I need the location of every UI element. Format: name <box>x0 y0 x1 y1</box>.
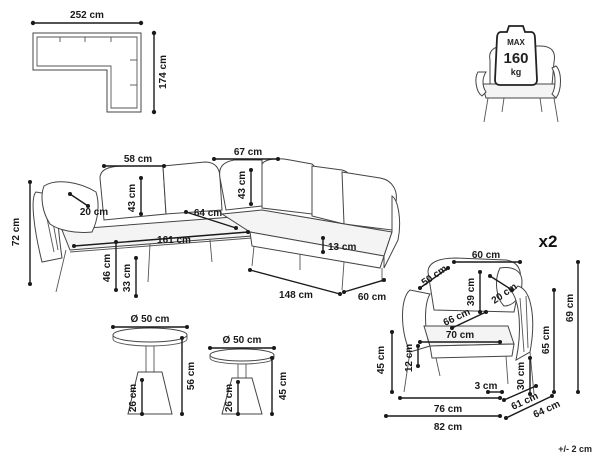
floor-plan-outline <box>32 32 142 113</box>
chair-leg-offset-label: 3 cm <box>475 381 498 392</box>
sofa-right-length-label: 148 cm <box>279 290 313 301</box>
sofa-armrest-label: 13 cm <box>328 242 356 253</box>
sofa-right-depth-label: 60 cm <box>358 292 386 303</box>
sofa-leg-height-label: 33 cm <box>122 264 133 292</box>
sofa-seat-depth-label: 64 cm <box>194 208 222 219</box>
weight-max-label: MAX <box>507 38 525 47</box>
floor-plan: 252 cm 174 cm <box>30 10 169 115</box>
chair-seat-depth-dimension <box>451 311 487 329</box>
sofa-left-length-label: 161 cm <box>157 235 191 246</box>
chair-left-armrest <box>402 289 431 353</box>
weight-icon <box>494 25 538 86</box>
sofa-seat-width-left-label: 58 cm <box>124 154 152 165</box>
sofa-right-depth-dimension <box>343 279 385 293</box>
table-small-base-height-label: 26 cm <box>224 384 235 412</box>
plan-depth-label: 174 cm <box>158 55 169 89</box>
plan-width-label: 252 cm <box>70 10 104 21</box>
sofa-pillow <box>41 181 99 233</box>
table-small-diameter-label: Ø 50 cm <box>223 335 262 346</box>
weight-value: 160 <box>503 50 528 67</box>
table-small-base <box>221 377 263 415</box>
table-small-top <box>209 348 275 362</box>
sofa-left-back-cushion-2 <box>162 161 223 215</box>
table-large-top <box>112 327 188 343</box>
chair-seat-front <box>429 343 515 359</box>
chair-total-width-label: 82 cm <box>434 422 462 433</box>
chair-right-armrest <box>511 285 534 361</box>
chair-back-width-label: 60 cm <box>472 250 500 261</box>
armchair-drawing <box>402 257 535 395</box>
chair-back-cushion-label: 39 cm <box>466 278 477 306</box>
floor-plan-inner <box>36 36 138 109</box>
sofa-left-length-dimension <box>73 231 249 247</box>
sofa-right-seat-front <box>249 231 385 269</box>
sofa-right-length-dimension <box>249 269 341 295</box>
sofa-back-cushion-right-label: 43 cm <box>237 171 248 199</box>
table-small-height-label: 45 cm <box>278 372 289 400</box>
sofa-seat-width-corner-label: 67 cm <box>234 147 262 158</box>
sofa-right-back-cushion-1 <box>261 158 318 215</box>
chair-leg-height-label: 30 cm <box>516 362 527 390</box>
chair-total-depth-dimension <box>505 395 553 419</box>
chair-pillow-dimension <box>489 275 513 291</box>
sofa-seat-depth-dimension <box>185 211 237 229</box>
side-table-small <box>209 348 275 415</box>
sofa-drawing <box>32 158 401 293</box>
chair-cushion-label: 12 cm <box>404 344 415 372</box>
table-small-dimensions: Ø 50 cm 45 cm 26 cm <box>208 335 289 416</box>
table-large-height-label: 56 cm <box>186 362 197 390</box>
sofa-back-cushion-label: 43 cm <box>127 184 138 212</box>
sofa-total-height-label: 72 cm <box>11 218 22 246</box>
table-large-base-height-label: 26 cm <box>128 384 139 412</box>
tolerance-note: +/- 2 cm <box>558 444 592 454</box>
sofa-pillow-label: 20 cm <box>80 207 108 218</box>
table-large-dimensions: Ø 50 cm 56 cm 26 cm <box>111 314 197 416</box>
chair-base-width-label: 76 cm <box>434 404 462 415</box>
chair-total-height-label: 69 cm <box>565 294 576 322</box>
side-table-large <box>112 327 188 415</box>
chair-inner-width-label: 70 cm <box>446 330 474 341</box>
sofa-right-back-cushion-3 <box>341 171 397 231</box>
table-large-diameter-label: Ø 50 cm <box>131 314 170 325</box>
chair-arm-height-label: 65 cm <box>541 326 552 354</box>
sofa-pillow-dimension <box>69 193 89 207</box>
chair-back-diag-dimension <box>419 267 449 289</box>
weight-unit: kg <box>511 67 522 77</box>
thumb-chair-seat <box>481 83 561 99</box>
sofa-right-armrest <box>383 195 401 269</box>
table-large-base <box>127 371 173 415</box>
chair-seat-height-label: 45 cm <box>376 346 387 374</box>
chair-load-thumbnail: MAX 160 kg <box>475 25 561 123</box>
sofa-dimensions: 58 cm 67 cm 43 cm 43 cm 20 cm 64 cm 161 … <box>11 147 386 303</box>
chair-quantity: x2 <box>539 232 558 251</box>
sofa-seat-height-label: 46 cm <box>102 254 113 282</box>
chair-base-depth-dimension <box>503 385 537 401</box>
